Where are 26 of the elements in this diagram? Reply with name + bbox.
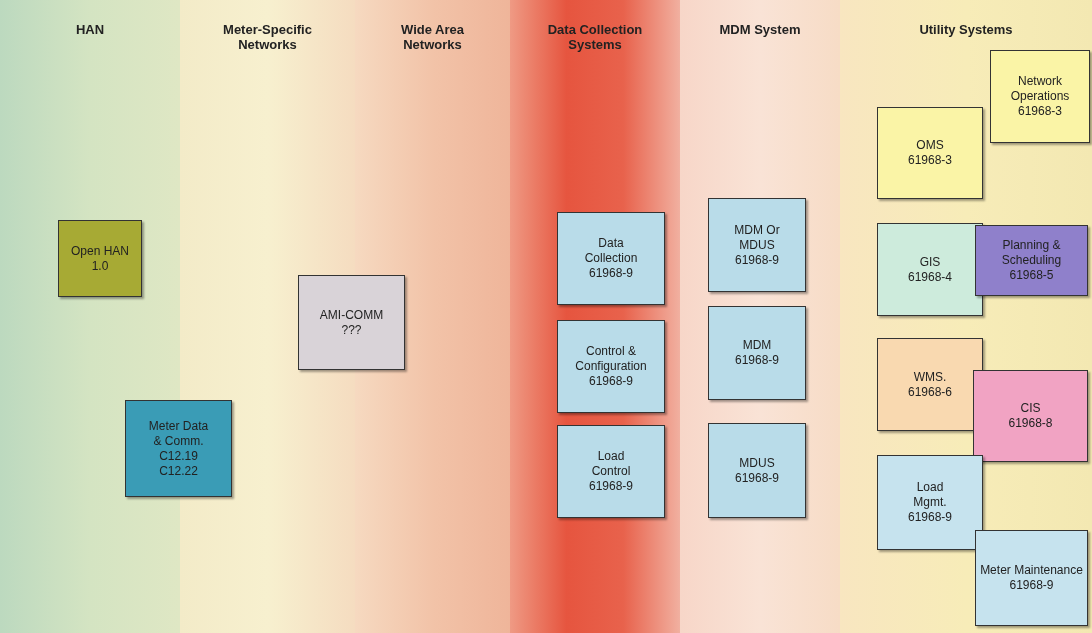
system-box: Meter Maintenance 61968-9 (975, 530, 1088, 626)
column-heading: Meter-Specific Networks (222, 22, 313, 52)
system-box: Open HAN 1.0 (58, 220, 142, 297)
lane-band (510, 0, 680, 633)
column-heading: Wide Area Networks (400, 22, 465, 52)
system-box: Load Mgmt. 61968-9 (877, 455, 983, 550)
system-box: Load Control 61968-9 (557, 425, 665, 518)
system-box: Data Collection 61968-9 (557, 212, 665, 305)
system-box: OMS 61968-3 (877, 107, 983, 199)
system-box: Control & Configuration 61968-9 (557, 320, 665, 413)
column-heading: MDM System (718, 22, 802, 37)
column-heading: Data Collection Systems (546, 22, 644, 52)
column-heading: Utility Systems (918, 22, 1014, 37)
lane-band (680, 0, 840, 633)
system-box: AMI-COMM ??? (298, 275, 405, 370)
system-box: MDM 61968-9 (708, 306, 806, 400)
system-box: Planning & Scheduling 61968-5 (975, 225, 1088, 296)
system-box: WMS. 61968-6 (877, 338, 983, 431)
column-heading: HAN (74, 22, 106, 37)
system-box: GIS 61968-4 (877, 223, 983, 316)
system-box: Network Operations 61968-3 (990, 50, 1090, 143)
system-box: Meter Data & Comm. C12.19 C12.22 (125, 400, 232, 497)
system-box: MDM Or MDUS 61968-9 (708, 198, 806, 292)
system-box: MDUS 61968-9 (708, 423, 806, 518)
system-box: CIS 61968-8 (973, 370, 1088, 462)
lane-band (840, 0, 1092, 633)
